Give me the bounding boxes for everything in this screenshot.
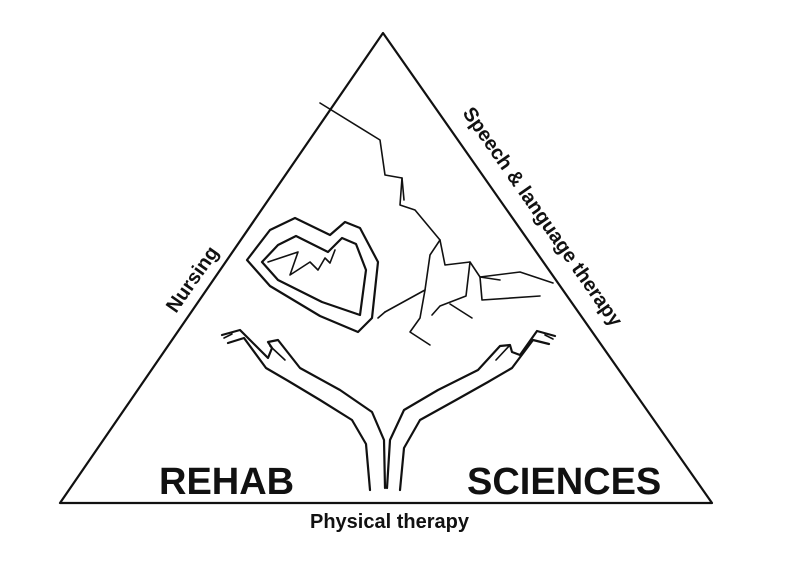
crack-lines — [319, 102, 554, 346]
physical-therapy-label: Physical therapy — [310, 511, 470, 533]
left-hand — [220, 328, 387, 492]
speech-language-therapy-label: Speech & language therapy — [458, 103, 627, 331]
sciences-word: SCIENCES — [467, 461, 661, 503]
triangle-frame — [58, 31, 714, 505]
broken-heart — [245, 216, 380, 334]
right-hand — [385, 329, 557, 492]
rehab-word: REHAB — [159, 461, 294, 503]
